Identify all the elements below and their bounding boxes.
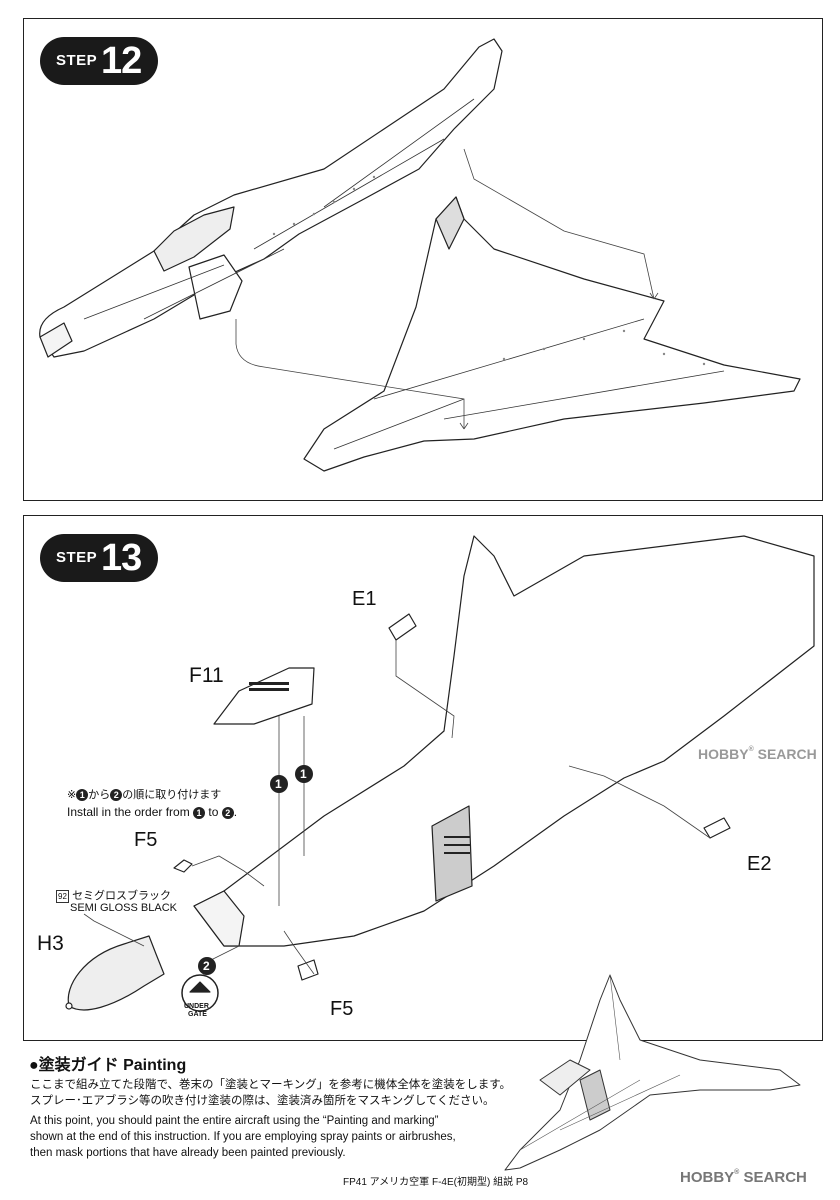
part-f5-lower — [297, 959, 319, 981]
engine-intake — [193, 890, 245, 947]
step-word: STEP — [56, 549, 98, 566]
step-12-badge: STEP 12 — [40, 37, 158, 85]
order-badge-1b-digit: 1 — [300, 767, 307, 781]
label-h3: H3 — [37, 932, 64, 955]
paint-name-jp: セミグロスブラック — [72, 890, 172, 902]
watermark-bottom: HOBBY® SEARCH — [680, 1169, 807, 1186]
vertical-fin-edge — [435, 196, 465, 250]
label-f11: F11 — [189, 664, 224, 687]
step-13-badge: STEP 13 — [40, 534, 158, 582]
order-badge-1a-digit: 1 — [275, 777, 282, 791]
nose-tip — [65, 1002, 73, 1010]
label-e2: E2 — [747, 853, 772, 875]
step-12-panel: STEP 12 — [23, 18, 823, 501]
label-f5-lower: F5 — [330, 998, 354, 1020]
order-badge-1b — [295, 765, 313, 783]
paint-callout: 92 セミグロスブラック — [56, 887, 171, 903]
paint-name-en: SEMI GLOSS BLACK — [70, 902, 177, 914]
step-number: 13 — [101, 537, 142, 579]
step-number: 12 — [101, 40, 142, 82]
under-gate-icon — [181, 974, 219, 1012]
aircraft-aft-body — [193, 535, 815, 947]
lower-wing-assembly — [303, 196, 801, 472]
painting-guide-title: ●塗装ガイド Painting — [29, 1057, 187, 1074]
painting-en-line-3: then mask portions that have already bee… — [30, 1147, 346, 1159]
canopy — [153, 206, 235, 272]
label-e1: E1 — [352, 588, 377, 610]
part-f5-upper — [173, 859, 193, 873]
order-badge-2-digit: 2 — [203, 959, 210, 973]
part-e1 — [388, 613, 417, 641]
step-word: STEP — [56, 52, 98, 69]
painting-jp-line-1: ここまで組み立てた段階で、巻末の「塗装とマーキング」を参考に機体全体を塗装をしま… — [30, 1079, 512, 1091]
under-gate-label-2: GATE — [188, 1011, 207, 1018]
step-12-illustration — [39, 38, 801, 472]
part-f11 — [213, 667, 315, 725]
part-e2 — [703, 817, 731, 839]
nose-cone — [39, 322, 73, 358]
paint-code-box: 92 — [56, 890, 69, 903]
painting-en-line-1: At this point, you should paint the enti… — [30, 1115, 439, 1127]
order-badge-2 — [198, 957, 216, 975]
step-13-illustration — [65, 535, 815, 1012]
part-h3-nose-cone — [67, 935, 165, 1011]
step-13-panel: STEP 13 — [23, 515, 823, 1041]
label-f5-upper: F5 — [134, 829, 158, 851]
page-footer: FP41 アメリカ空軍 F-4E(初期型) 組説 P8 — [343, 1177, 529, 1188]
painting-jp-line-2: スプレー･エアブラシ等の吹き付け塗装の際は、塗装済み箇所をマスキングしてください… — [30, 1095, 495, 1107]
install-order-note-en: Install in the order from 1 to 2. — [67, 805, 238, 819]
painting-en-line-2: shown at the end of this instruction. If… — [30, 1131, 456, 1143]
under-gate-label-1: UNDER — [184, 1003, 209, 1010]
watermark-top: HOBBY® SEARCH — [698, 746, 817, 762]
intake — [188, 254, 243, 320]
order-badge-1a — [270, 775, 288, 793]
